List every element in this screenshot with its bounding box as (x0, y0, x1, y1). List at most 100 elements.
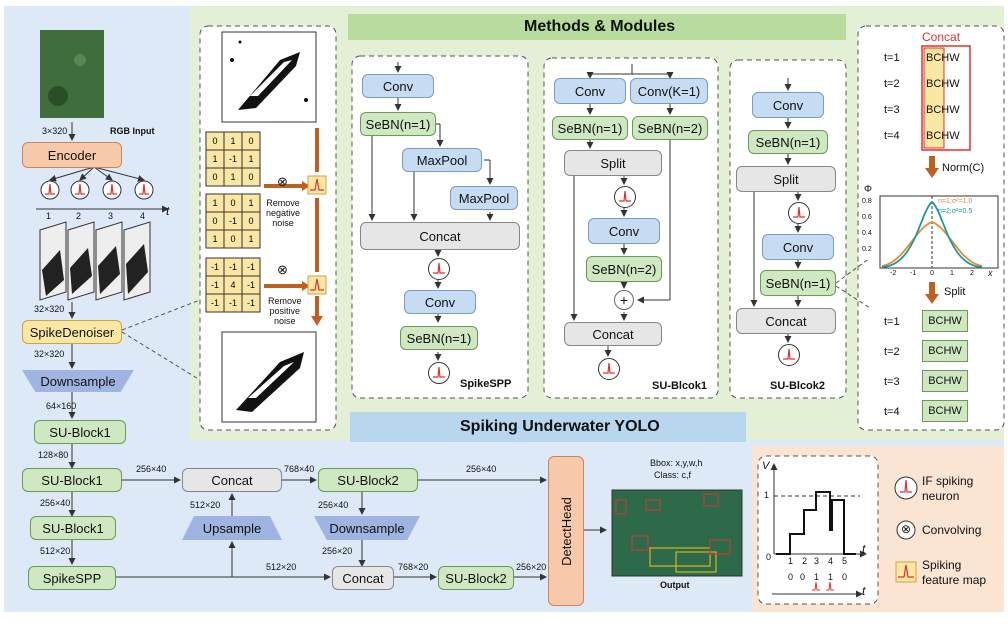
concat-block: Concat (360, 222, 520, 250)
concat-block: Concat (564, 322, 662, 346)
if-neuron-icon (788, 202, 810, 224)
concat-title: Concat (922, 30, 961, 44)
if-neuron-panel (757, 455, 879, 605)
timestep-label: 3 (108, 211, 114, 221)
encoder-block: Encoder (22, 142, 122, 168)
xtick: 1 (788, 556, 794, 566)
timestep-label: 1 (46, 211, 52, 221)
detecthead-label: DetectHead (558, 496, 574, 566)
xtick: 2 (802, 556, 808, 566)
spikespp-block: SpikeSPP (28, 566, 116, 590)
upsample-block: Upsample (182, 516, 282, 540)
conv-block: Conv (762, 234, 834, 260)
ytick: 0.2 (862, 246, 872, 253)
convolve-symbol: ⊗ (277, 262, 288, 277)
timestep-label: 4 (140, 211, 146, 221)
convolving-icon (896, 520, 916, 540)
downsample-block: Downsample (22, 370, 134, 392)
dim-label: 256×40 (466, 464, 497, 474)
xtick: -2 (890, 270, 897, 277)
conv-k1-block: Conv(K=1) (630, 78, 708, 104)
sublock1-label: SU-Blcok1 (652, 380, 708, 392)
su-block1: SU-Block1 (34, 420, 126, 444)
t-axis-label: t (862, 542, 866, 556)
convolve-symbol: ⊗ (901, 522, 912, 536)
concat-stack (921, 45, 971, 151)
spike-value: 0 (842, 572, 848, 582)
dim-label: 768×20 (398, 562, 429, 572)
rgb-input-image (40, 30, 104, 118)
yolo-title-bar (350, 412, 746, 442)
bchw-label: BCHW (926, 52, 960, 64)
if-neuron-icon (428, 258, 450, 280)
time-label: t=4 (884, 406, 900, 418)
legend-n2: n=2;σ²=0.5 (938, 208, 973, 215)
bchw-label: BCHW (926, 78, 960, 90)
if-neuron-icon (778, 344, 800, 366)
maxpool-block: MaxPool (402, 148, 482, 172)
spike-value: 0 (788, 572, 794, 582)
sebn-block: SeBN(n=2) (632, 116, 708, 140)
dim-label: 512×20 (266, 562, 297, 572)
phi-label: Φ (864, 184, 872, 195)
gaussian-plot (879, 195, 999, 269)
xtick: 0 (930, 270, 934, 277)
input-dim-label: 3×320 (42, 126, 68, 136)
kernel-grids (205, 131, 261, 313)
spike-value: 1 (814, 572, 820, 582)
dim-label: 32×320 (34, 349, 65, 359)
xtick: 1 (950, 270, 954, 277)
spike-denoiser-block: SpikeDenoiser (22, 320, 122, 344)
downsample-block: Downsample (314, 516, 420, 540)
denoiser-panel (199, 25, 337, 431)
bchw-box: BCHW (922, 340, 968, 362)
split-block: Split (736, 166, 836, 192)
output-label: Output (660, 580, 690, 590)
xtick: -1 (910, 270, 917, 277)
origin-label: 0 (766, 552, 772, 562)
sublock2-label: SU-Blcok2 (770, 380, 826, 392)
dim-label: 256×40 (318, 500, 349, 510)
dim-label: 32×320 (34, 304, 65, 314)
split-label: Split (944, 286, 966, 298)
timestep-label: 2 (76, 211, 82, 221)
sebn-block: SeBN(n=1) (400, 326, 478, 350)
bchw-box: BCHW (922, 400, 968, 422)
yolo-title: Spiking Underwater YOLO (460, 418, 660, 435)
time-label: t=3 (884, 376, 900, 388)
su-block2: SU-Block2 (438, 566, 514, 590)
spiking-feature-map-icon (307, 175, 327, 195)
dim-label: 64×160 (46, 401, 77, 411)
if-neuron-icon (614, 186, 636, 208)
su-block1: SU-Block1 (22, 468, 122, 492)
sebn-block: SeBN(n=1) (552, 116, 628, 140)
legend-n1: n=1;σ²=1.0 (938, 198, 973, 205)
if-neuron-icon (894, 476, 918, 500)
pipeline-arrows (68, 122, 607, 581)
sebn-block: SeBN(n=1) (360, 112, 436, 136)
xtick: 5 (842, 556, 848, 566)
su-block2: SU-Block2 (318, 468, 418, 492)
methods-title: Methods & Modules (524, 18, 676, 35)
spike-value: 0 (800, 572, 806, 582)
time-label: t=3 (884, 104, 900, 116)
concat-block: Concat (182, 468, 282, 492)
ytick: 0.4 (862, 230, 872, 237)
time-label: t=1 (884, 52, 900, 64)
dim-label: 256×40 (136, 464, 167, 474)
time-label: t=1 (884, 316, 900, 328)
x-axis-label: x (988, 268, 993, 278)
time-label: t=2 (884, 346, 900, 358)
spike-frames (39, 221, 151, 301)
split-block: Split (564, 150, 662, 176)
spike-value: 1 (828, 572, 834, 582)
if-neuron-chart (770, 463, 867, 598)
ytick: 0.6 (862, 214, 872, 221)
convolving-legend: Convolving (922, 523, 982, 537)
if-neuron-icon (598, 358, 620, 380)
